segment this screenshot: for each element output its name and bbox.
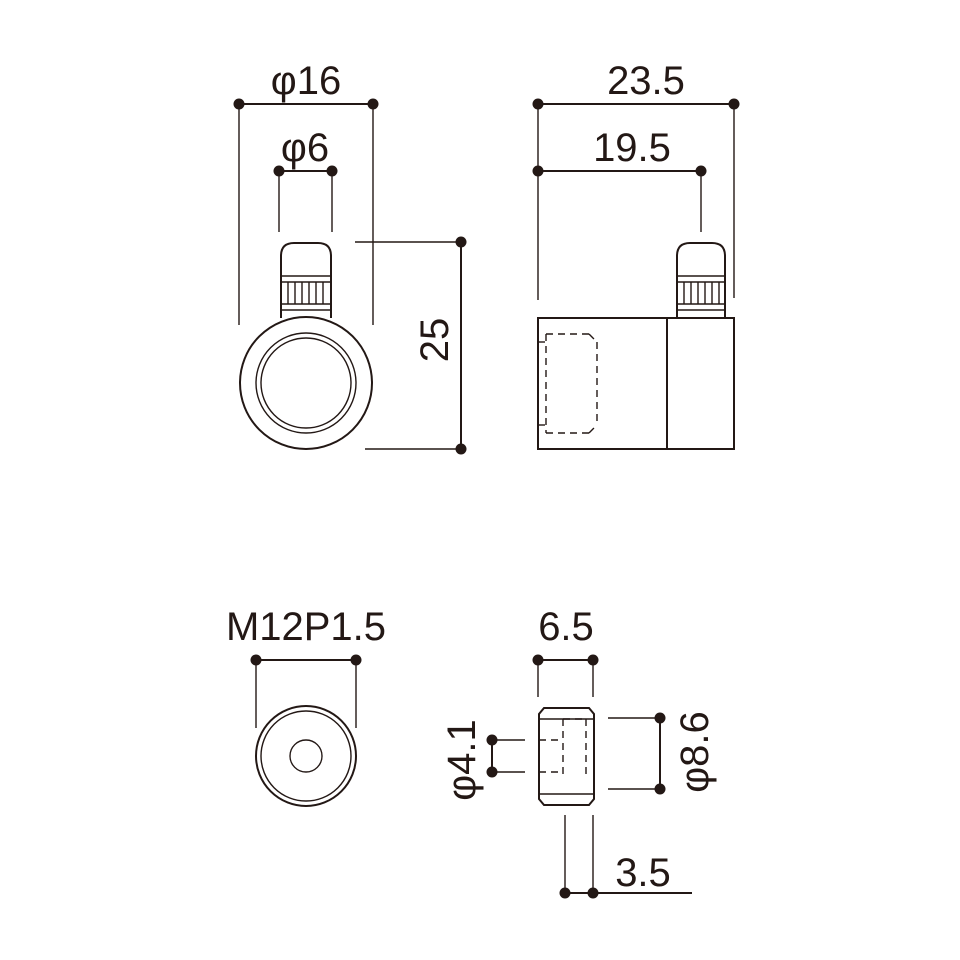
cap-inner-diameter-label: φ4.1	[440, 719, 484, 801]
side-shaft-position-label: 19.5	[593, 126, 671, 170]
cap-stem-width-label: 3.5	[615, 851, 671, 895]
front-outer-diameter-label: φ16	[271, 59, 341, 103]
side-total-length-label: 23.5	[607, 59, 685, 103]
nut-thickness-label: 6.5	[538, 605, 594, 649]
cap-view: 6.5 φ4.1 φ8.6 3.5	[440, 605, 717, 899]
front-view: φ16 φ6 25	[233, 59, 467, 455]
nut-view: M12P1.5	[226, 605, 386, 807]
front-height-label: 25	[413, 318, 457, 363]
cap-outer-diameter-label: φ8.6	[673, 711, 717, 793]
side-view: 23.5 19.5	[532, 59, 740, 450]
front-shaft-diameter-label: φ6	[281, 126, 329, 170]
nut-thread-label: M12P1.5	[226, 605, 386, 649]
